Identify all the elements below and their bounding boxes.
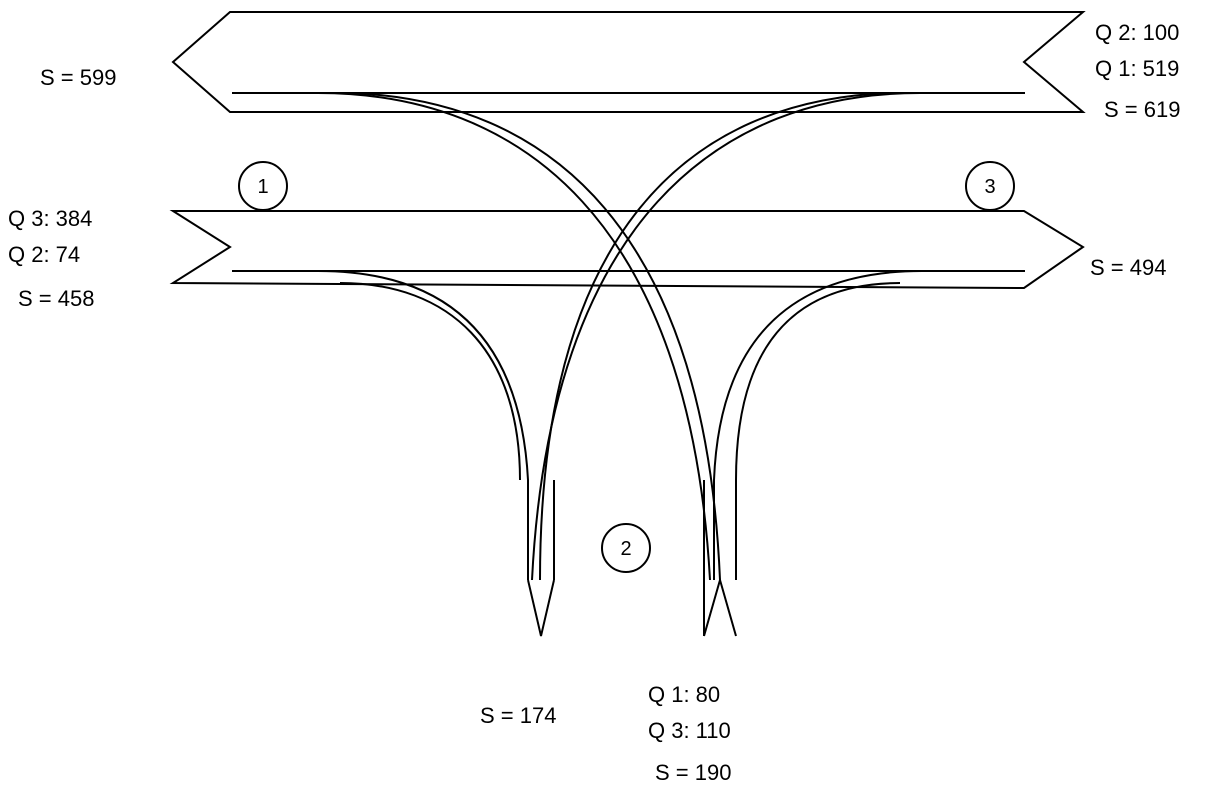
label-s-right-mid: S = 494 bbox=[1090, 255, 1166, 280]
curve-mid-left-to-exit-left-inner bbox=[339, 282, 521, 481]
label-s-left-top: S = 599 bbox=[40, 65, 116, 90]
top-band-arrow bbox=[171, 11, 1086, 113]
label-s-bottom-left: S = 174 bbox=[480, 703, 556, 728]
label-s-bottom-right: S = 190 bbox=[655, 760, 731, 785]
label-s-right-top: S = 619 bbox=[1104, 97, 1180, 122]
label-q1-bottom: Q 1: 80 bbox=[648, 682, 720, 707]
exit-left-arrowhead bbox=[527, 579, 555, 637]
curve-top-right-to-exit-left-inner bbox=[539, 92, 891, 581]
middle-band-arrow bbox=[169, 210, 1085, 290]
node-label-3: 3 bbox=[984, 176, 995, 198]
node-circle-1 bbox=[238, 161, 288, 211]
label-q1-top-right: Q 1: 519 bbox=[1095, 56, 1179, 81]
curve-top-left-to-exit-right-outer bbox=[317, 92, 711, 581]
curve-top-left-to-exit-right-inner bbox=[349, 92, 721, 581]
node-label-2: 2 bbox=[620, 538, 631, 560]
label-q3-left-mid: Q 3: 384 bbox=[8, 206, 92, 231]
exit-right-notch bbox=[703, 576, 737, 637]
label-q2-left-mid: Q 2: 74 bbox=[8, 242, 80, 267]
curve-mid-right-to-exit-right-outer bbox=[713, 270, 923, 580]
node-label-1: 1 bbox=[257, 176, 268, 198]
curve-top-right-to-exit-left-outer bbox=[531, 92, 921, 581]
label-q2-top-right: Q 2: 100 bbox=[1095, 20, 1179, 45]
curve-mid-left-to-exit-left-outer bbox=[317, 270, 529, 580]
curve-mid-right-to-exit-right-inner bbox=[735, 282, 901, 580]
label-q3-bottom: Q 3: 110 bbox=[648, 718, 731, 743]
node-circle-3 bbox=[965, 161, 1015, 211]
label-s-left-mid: S = 458 bbox=[18, 286, 94, 311]
node-circle-2 bbox=[601, 523, 651, 573]
